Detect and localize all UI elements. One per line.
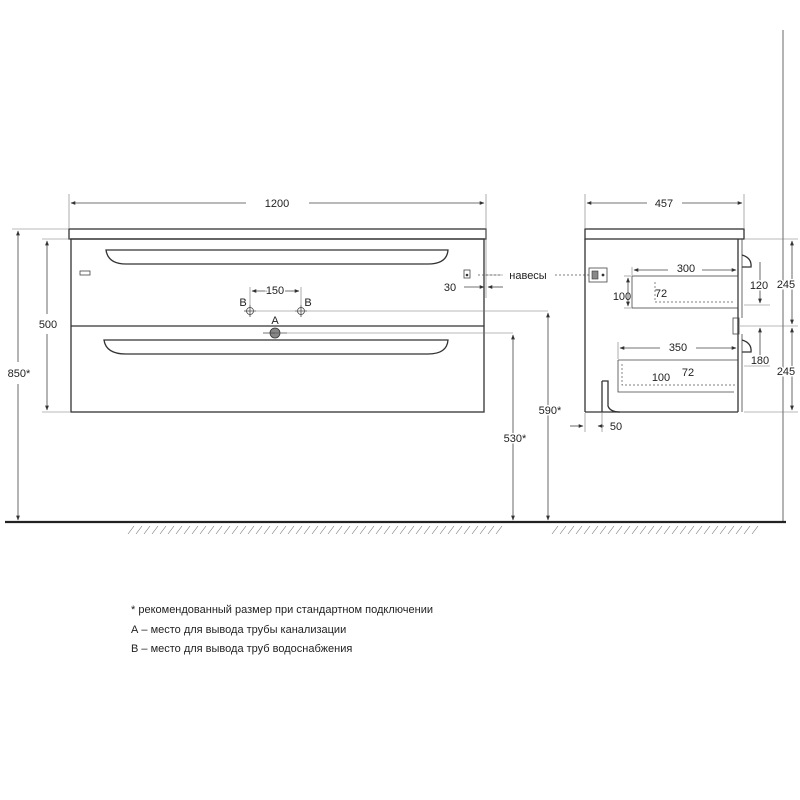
side-view: 457 300 100 72 350 100 72 120 245 xyxy=(570,194,798,433)
notes: * рекомендованный размер при стандартном… xyxy=(131,601,433,660)
note-drain: А – место для вывода трубы канализации xyxy=(131,623,347,636)
dim-upper-drawer-height: 100 xyxy=(613,291,631,303)
front-view: 1200 850* 500 150 B B A 30 530* 590* xyxy=(8,194,564,521)
dim-total-height: 850* xyxy=(8,368,31,380)
dim-supply-height: 590* xyxy=(539,405,562,417)
logo-mark xyxy=(79,270,91,276)
dim-hanger-offset: 30 xyxy=(444,282,456,294)
dim-lower-section-height: 245 xyxy=(777,366,795,378)
dim-back-offset: 50 xyxy=(610,421,622,433)
lower-drawer-handle xyxy=(103,339,449,355)
dim-depth: 457 xyxy=(655,198,673,210)
note-recommended: * рекомендованный размер при стандартном… xyxy=(131,604,433,616)
floor xyxy=(5,520,786,535)
dim-upper-front-height: 120 xyxy=(750,280,768,292)
dim-drain-height: 530* xyxy=(504,433,527,445)
label-b-left: B xyxy=(239,297,246,309)
hangers-callout: навесы xyxy=(463,267,608,283)
dim-upper-drawer-inner: 72 xyxy=(655,288,667,300)
side-divider xyxy=(732,317,740,335)
countertop xyxy=(68,228,487,240)
lower-drawer-box xyxy=(617,359,738,393)
upper-drawer-handle xyxy=(105,249,449,265)
side-handle-upper xyxy=(741,254,752,268)
dim-pipe-spacing: 150 xyxy=(266,285,284,297)
hangers-label: навесы xyxy=(509,270,547,282)
hanger-detail-front xyxy=(463,269,471,279)
upper-drawer-box xyxy=(631,275,739,309)
dim-lower-front-height: 180 xyxy=(751,355,769,367)
dim-body-height: 500 xyxy=(39,319,57,331)
dim-width: 1200 xyxy=(265,198,289,210)
dim-lower-drawer-width: 350 xyxy=(669,342,687,354)
lower-back-profile xyxy=(601,380,621,413)
dim-lower-drawer-inner: 72 xyxy=(682,367,694,379)
label-b-right: B xyxy=(304,297,311,309)
label-a: A xyxy=(271,315,279,327)
dim-upper-drawer-width: 300 xyxy=(677,263,695,275)
note-water: В – место для вывода труб водоснабжения xyxy=(131,643,353,655)
hanger-detail-side xyxy=(588,267,608,283)
side-handle-lower xyxy=(741,339,752,353)
dim-upper-section-height: 245 xyxy=(777,279,795,291)
dim-lower-drawer-height: 100 xyxy=(652,372,670,384)
side-countertop xyxy=(584,228,745,240)
